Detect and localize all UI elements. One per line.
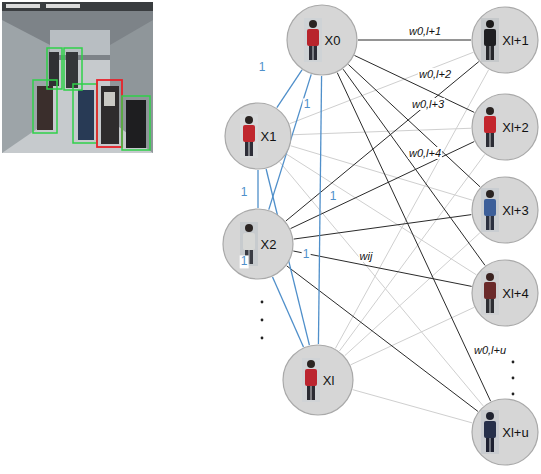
graph-edge (337, 73, 490, 402)
image-node: Xl+4 (471, 259, 539, 327)
edge-weight: 1 (258, 61, 267, 74)
person-thumbnail (481, 188, 499, 232)
node-label: Xl+4 (502, 286, 528, 301)
node-label: Xl (323, 373, 335, 388)
edge-weight: 1 (329, 190, 338, 203)
node-label: Xl+u (502, 425, 528, 440)
person-thumbnail (304, 18, 322, 62)
edge-weight: w0,l+2 (418, 68, 452, 80)
image-node: X0 (286, 4, 358, 76)
graph-edge (348, 65, 480, 187)
graph-edge (287, 266, 478, 412)
edge-weight: 1 (240, 186, 249, 199)
node-label: Xl+2 (502, 120, 528, 135)
graph-edge (355, 55, 475, 112)
person-thumbnail (481, 105, 499, 149)
person-thumbnail (481, 271, 499, 315)
edge-weight: 1 (303, 98, 312, 111)
surveillance-photo (2, 2, 153, 153)
image-node: Xl (282, 344, 354, 416)
graph-edge (351, 307, 475, 364)
node-circle (286, 4, 358, 76)
node-label: Xl+3 (502, 203, 528, 218)
graph-edge (339, 154, 484, 351)
image-node: X2 (222, 208, 294, 280)
edge-weight: wij (359, 250, 374, 262)
image-node: Xl+2 (471, 93, 539, 161)
person-thumbnail (481, 410, 499, 454)
edge-weight: w0,l+u (473, 344, 507, 356)
image-node: Xl+u (471, 398, 539, 466)
graph-edge (358, 40, 471, 41)
node-label: Xl+1 (502, 33, 528, 48)
edge-weight: w0,l+1 (408, 25, 442, 37)
edge-weight: 1 (240, 255, 249, 268)
node-label: X2 (261, 237, 277, 252)
image-node: Xl+3 (471, 176, 539, 244)
graph-edge (291, 142, 475, 229)
graph-edge (335, 70, 488, 349)
edge-weight: 1 (302, 248, 311, 261)
image-node: X1 (224, 102, 292, 170)
node-circle (224, 102, 292, 170)
graph-edge (257, 170, 258, 208)
edge-weight: w0,l+4 (408, 147, 442, 159)
graph-edge (277, 70, 302, 108)
image-node: Xl+1 (471, 6, 539, 74)
graph-edge (353, 390, 473, 423)
graph-edge (345, 233, 480, 356)
graph-edge (343, 69, 485, 265)
graph-edge (318, 76, 321, 344)
graph-edge (292, 128, 471, 135)
node-label: X1 (261, 129, 277, 144)
node-label: X0 (325, 33, 341, 48)
person-thumbnail (240, 114, 258, 158)
person-thumbnail (481, 18, 499, 62)
graph-edge (286, 62, 479, 221)
node-circle (222, 208, 294, 280)
edge-weight: w0,l+3 (411, 98, 445, 110)
person-thumbnail (302, 358, 320, 402)
graph-edge (273, 277, 304, 347)
